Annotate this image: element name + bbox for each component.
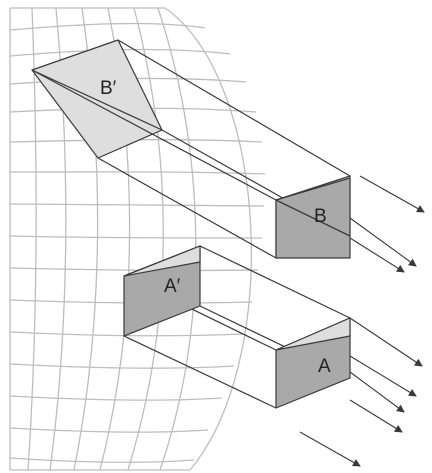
globe-outline	[10, 7, 252, 471]
ray-arrow	[299, 431, 361, 467]
patch-a-prime-top	[123, 245, 201, 277]
ray-arrow	[349, 371, 405, 413]
labels: B′ B A′ A	[100, 78, 331, 377]
beam-a	[123, 245, 351, 409]
ray-arrow	[349, 399, 403, 433]
label-b: B	[314, 206, 327, 227]
label-a-prime: A′	[164, 276, 181, 297]
ray-arrow	[349, 355, 417, 397]
label-a: A	[318, 356, 331, 377]
incoming-rays	[299, 175, 425, 467]
label-b-prime: B′	[100, 78, 117, 99]
box-a-top	[275, 317, 351, 351]
ray-arrow	[349, 237, 405, 273]
beam-b	[31, 39, 351, 259]
ray-arrow	[359, 175, 425, 213]
ray-arrow	[349, 317, 423, 367]
globe-grid	[9, 7, 266, 471]
ray-arrow	[349, 217, 417, 267]
